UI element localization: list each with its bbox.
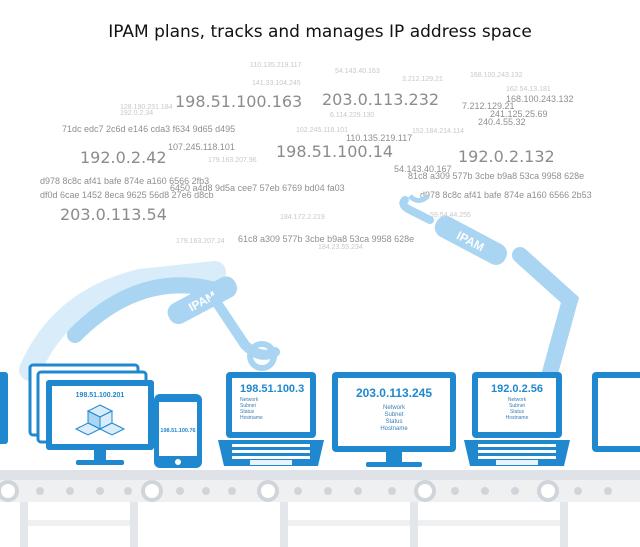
laptop-two-ip: 192.0.2.56 <box>491 383 543 395</box>
monitor-center-field: Network <box>383 405 406 411</box>
laptop-two-field: Status <box>510 409 525 415</box>
laptop-two-field: Network <box>508 397 527 403</box>
monitor-center-field: Hostname <box>380 426 408 432</box>
desktop-ip-label: 198.51.100.201 <box>76 392 125 399</box>
monitor-center-field: Status <box>385 419 402 425</box>
conveyor-belt <box>0 470 640 547</box>
laptop-two: 192.0.2.56 Network Subnet Status Hostnam… <box>464 372 570 466</box>
laptop-one-field: Subnet <box>240 403 256 409</box>
laptop-two-field: Subnet <box>509 403 525 409</box>
laptop-one-field: Hostname <box>240 415 263 421</box>
cubes-icon <box>74 404 126 436</box>
left-robot-arm: IPAM <box>19 261 280 381</box>
monitor-center: 203.0.113.245 Network Subnet Status Host… <box>332 372 456 467</box>
page-title: IPAM plans, tracks and manages IP addres… <box>108 22 532 42</box>
laptop-one-ip: 198.51.100.3 <box>240 383 304 395</box>
smartphone: 198.51.100.76 <box>154 394 202 468</box>
laptop-one-field: Status <box>240 409 255 415</box>
monitor-center-ip: 203.0.113.245 <box>356 386 432 400</box>
monitor-center-field: Subnet <box>384 412 403 418</box>
partial-device-left <box>0 372 8 444</box>
laptop-one-field: Network <box>240 397 259 403</box>
desktop-monitor-left: 198.51.100.201 <box>28 363 154 465</box>
partial-device-right <box>592 372 640 452</box>
phone-ip-label: 198.51.100.76 <box>160 428 195 434</box>
laptop-one: 198.51.100.3 Network Subnet Status Hostn… <box>218 372 324 466</box>
right-robot-arm: IPAM <box>399 194 580 388</box>
laptop-two-field: Hostname <box>506 415 529 421</box>
